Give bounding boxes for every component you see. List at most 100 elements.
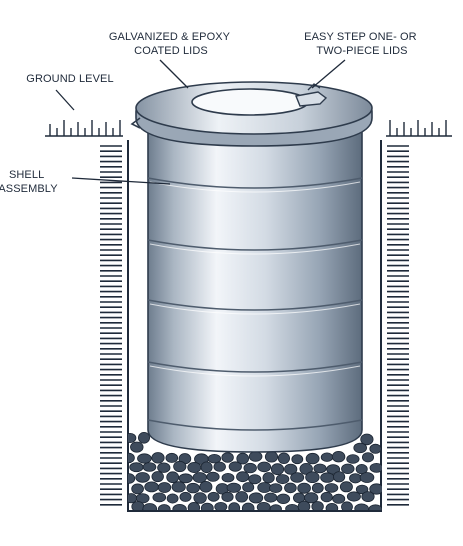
gravel-stone <box>128 452 135 464</box>
gravel-stone <box>320 491 333 503</box>
label-ground-level: GROUND LEVEL <box>26 73 113 85</box>
gravel-stone <box>221 452 234 463</box>
gravel-stone <box>284 482 297 494</box>
gravel-stone <box>157 482 172 493</box>
gravel-stone <box>235 491 249 503</box>
gravel-stone <box>264 451 279 463</box>
gravel-stone <box>346 491 361 502</box>
label-shell-assembly: SHELL ASSEMBLY <box>0 169 58 195</box>
gravel-stone <box>128 473 136 484</box>
gravel-bed <box>128 431 382 510</box>
leader-ground-level <box>55 89 75 111</box>
gravel-stone <box>341 463 355 475</box>
gravel-stone <box>284 463 298 475</box>
gravel-stone <box>320 452 334 462</box>
lid-access-opening <box>191 88 309 116</box>
gravel-stone <box>128 433 137 443</box>
gravel-stone <box>242 482 255 493</box>
leader-lids-type <box>311 59 346 89</box>
gravel-stone <box>221 473 235 483</box>
gravel-stone <box>325 503 339 510</box>
label-lids-type: EASY STEP ONE- OR TWO-PIECE LIDS <box>304 31 420 57</box>
gravel-stone <box>291 454 304 465</box>
gravel-stone <box>207 491 220 502</box>
leader-lids-coating <box>159 59 189 89</box>
gravel-stone <box>166 471 180 484</box>
gravel-stone <box>349 473 362 484</box>
lid-handle <box>295 91 328 107</box>
gravel-stone <box>228 502 241 510</box>
gravel-stone <box>144 481 159 493</box>
gravel-stone <box>297 482 311 494</box>
gravel-stone <box>341 501 353 510</box>
gravel-stone <box>369 483 382 495</box>
gravel-stone <box>290 472 305 483</box>
gravel-stone <box>354 503 369 510</box>
gravel-stone <box>275 474 290 485</box>
gravel-stone <box>297 500 311 510</box>
gravel-stone <box>262 472 275 484</box>
gravel-stone <box>151 471 164 483</box>
gravel-stone <box>353 442 368 454</box>
gravel-stone <box>305 452 320 465</box>
gravel-stone <box>311 501 324 510</box>
gravel-stone <box>151 452 165 464</box>
gravel-stone <box>269 504 282 510</box>
gravel-stone <box>313 463 327 474</box>
gravel-stone <box>130 441 144 453</box>
tank-shell <box>147 119 363 453</box>
gravel-stone <box>305 471 320 484</box>
gravel-stone <box>206 471 220 482</box>
gravel-stone <box>228 461 242 472</box>
gravel-stone <box>207 454 222 464</box>
gravel-stone <box>361 491 375 503</box>
gravel-stone <box>368 504 382 510</box>
gravel-stone <box>173 460 187 473</box>
gravel-stone <box>248 451 263 462</box>
gravel-stone <box>361 452 374 463</box>
gravel-stone <box>304 492 319 504</box>
gravel-stone <box>248 474 262 485</box>
gravel-stone <box>236 452 250 465</box>
gravel-stone <box>200 502 214 510</box>
gravel-stone <box>165 452 179 463</box>
gravel-stone <box>276 493 291 505</box>
gravel-stone <box>187 461 202 473</box>
gravel-stone <box>369 463 382 473</box>
gravel-stone <box>172 504 187 510</box>
gravel-stone <box>360 433 374 446</box>
gravel-stone <box>332 493 346 504</box>
gravel-stone <box>157 462 171 473</box>
gravel-stone <box>200 461 213 474</box>
gravel-stone <box>166 493 179 504</box>
gravel-stone <box>277 452 290 465</box>
gravel-stone <box>369 443 382 454</box>
gravel-stone <box>270 463 285 476</box>
gravel-stone <box>171 481 186 493</box>
ground-marks-left <box>45 120 123 137</box>
gravel-stone <box>346 454 360 464</box>
gravel-stone <box>331 451 346 463</box>
gravel-stone <box>142 503 158 510</box>
gravel-stone <box>137 453 152 464</box>
gravel-stone <box>157 504 171 510</box>
gravel-stone <box>193 492 207 504</box>
leader-shell-assembly <box>71 177 171 185</box>
gravel-stone <box>131 483 144 495</box>
ground-marks-right <box>386 120 452 137</box>
gravel-stone <box>359 472 375 483</box>
gravel-stone <box>179 491 192 502</box>
gravel-stone <box>142 462 157 472</box>
gravel-stone <box>311 482 324 494</box>
gravel-stone <box>214 502 228 510</box>
gravel-stone <box>257 461 272 473</box>
gravel-stone <box>243 462 257 474</box>
gravel-stone <box>135 472 150 483</box>
gravel-stone <box>355 484 369 495</box>
gravel-stone <box>129 462 144 473</box>
gravel-stone <box>178 473 193 484</box>
gravel-stone <box>152 492 167 503</box>
gravel-stone <box>187 502 201 510</box>
label-lids-coating: GALVANIZED & EPOXY COATED LIDS <box>109 31 233 57</box>
